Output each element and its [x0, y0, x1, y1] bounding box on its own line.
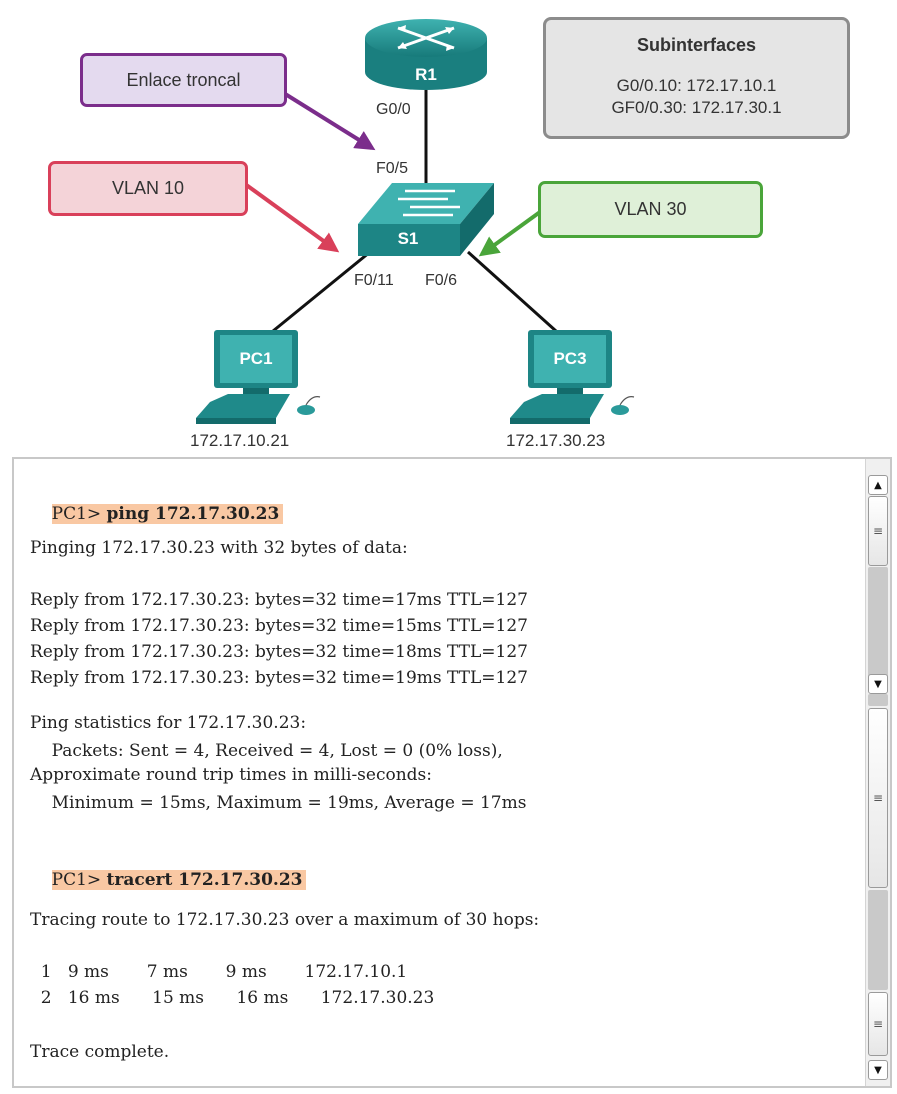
pc3-icon[interactable]	[510, 330, 635, 424]
subinterface-line: GF0/0.30: 172.17.30.1	[611, 98, 782, 117]
network-diagram: R1 S1 PC1 PC3 G0/0 F0/5 F0/11 F0/6 172.1…	[0, 0, 897, 455]
vlan10-arrow	[243, 182, 340, 253]
trunk-arrow	[280, 90, 376, 151]
vlan30-arrow	[478, 210, 542, 257]
command-text: tracert 172.17.30.23	[106, 870, 303, 890]
switch-pc3-port-label: F0/6	[425, 272, 458, 289]
switch-icon[interactable]	[358, 183, 494, 256]
tracert-hop-row: 1 9 ms 7 ms 9 ms 172.17.10.1	[30, 962, 408, 982]
scroll-thumb[interactable]: ≡	[868, 708, 888, 888]
prompt: PC1>	[51, 870, 102, 890]
terminal-window-top[interactable]: PC1> ping 172.17.30.23 Pinging 172.17.30…	[12, 457, 892, 694]
subinterface-line: G0/0.10: 172.17.10.1	[616, 76, 777, 95]
command-line: PC1> tracert 172.17.30.23	[30, 847, 307, 913]
switch-uplink-port-label: F0/5	[376, 160, 409, 177]
output-line: Reply from 172.17.30.23: bytes=32 time=1…	[30, 590, 528, 610]
vlan10-callout: VLAN 10	[48, 161, 248, 216]
command-text: ping 172.17.30.23	[106, 504, 280, 524]
router-port-label: G0/0	[376, 101, 411, 118]
tracert-hop-row: 2 16 ms 15 ms 16 ms 172.17.30.23	[30, 988, 435, 1008]
output-line: Tracing route to 172.17.30.23 over a max…	[30, 910, 540, 930]
output-line: Packets: Sent = 4, Received = 4, Lost = …	[30, 741, 503, 761]
output-line: Minimum = 15ms, Maximum = 19ms, Average …	[30, 793, 527, 813]
prompt: PC1>	[51, 504, 102, 524]
scrollbar[interactable]: ≡ ≡ ▼	[865, 694, 890, 1086]
terminal-window-bottom[interactable]: Ping statistics for 172.17.30.23: Packet…	[12, 694, 892, 1088]
link-s1-pc3	[466, 250, 568, 342]
switch-pc1-port-label: F0/11	[354, 272, 394, 289]
subinterfaces-title: Subinterfaces	[636, 35, 757, 55]
scroll-track[interactable]	[868, 567, 888, 687]
pc3-ip-label: 172.17.30.23	[506, 431, 606, 450]
scroll-track[interactable]	[868, 890, 888, 990]
scrollbar[interactable]: ▲ ≡ ▼	[865, 459, 890, 694]
output-line: Reply from 172.17.30.23: bytes=32 time=1…	[30, 668, 528, 688]
switch-label: S1	[397, 229, 419, 248]
pc1-ip-label: 172.17.10.21	[190, 431, 290, 450]
scroll-thumb[interactable]: ≡	[868, 496, 888, 566]
output-line: Approximate round trip times in milli-se…	[30, 765, 433, 785]
pc1-icon[interactable]	[196, 330, 321, 424]
output-line: Pinging 172.17.30.23 with 32 bytes of da…	[30, 538, 408, 558]
topology-drawing	[196, 19, 635, 424]
link-s1-pc1	[261, 250, 371, 342]
scroll-up-button[interactable]: ▲	[868, 475, 888, 495]
router-label: R1	[415, 65, 437, 84]
pc1-label: PC1	[239, 349, 273, 368]
output-line: Reply from 172.17.30.23: bytes=32 time=1…	[30, 616, 528, 636]
scroll-down-button[interactable]: ▼	[868, 1060, 888, 1080]
output-line: Ping statistics for 172.17.30.23:	[30, 713, 307, 733]
scroll-thumb[interactable]: ≡	[868, 992, 888, 1056]
router-icon[interactable]	[365, 19, 487, 90]
output-line: Trace complete.	[30, 1042, 170, 1062]
subinterfaces-box: Subinterfaces G0/0.10: 172.17.10.1 GF0/0…	[543, 17, 850, 139]
scroll-track[interactable]	[868, 694, 888, 706]
command-line: PC1> ping 172.17.30.23	[30, 481, 284, 547]
trunk-callout: Enlace troncal	[80, 53, 287, 107]
vlan30-callout: VLAN 30	[538, 181, 763, 238]
pc3-label: PC3	[553, 349, 587, 368]
scroll-down-button[interactable]: ▼	[868, 674, 888, 694]
output-line: Reply from 172.17.30.23: bytes=32 time=1…	[30, 642, 528, 662]
